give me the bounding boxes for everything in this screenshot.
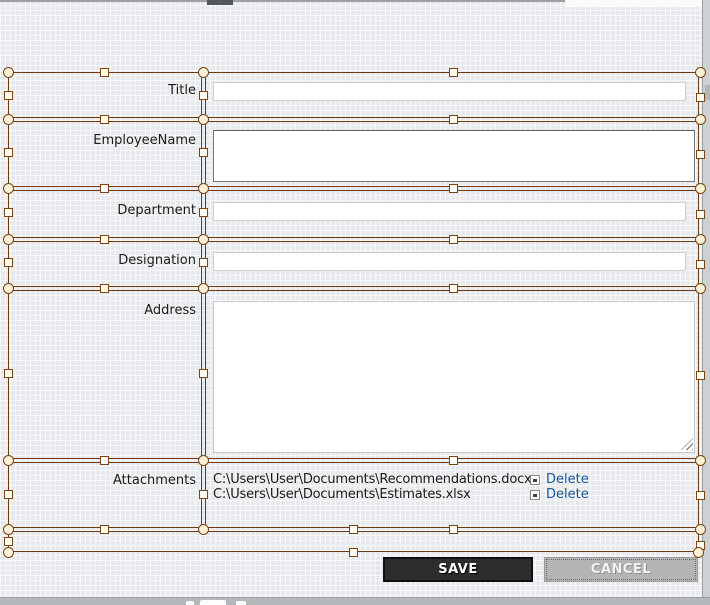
selection-handle-square[interactable]: [449, 184, 458, 193]
save-button[interactable]: SAVE: [383, 557, 533, 582]
selection-handle-circle[interactable]: [198, 524, 209, 535]
right-edge-notch: [705, 85, 710, 100]
attachment-path: C:\Users\User\Documents\Recommendations.…: [213, 472, 532, 487]
department-label: Department: [117, 203, 196, 218]
selection-line-horizontal: [8, 117, 700, 122]
selection-handle-square[interactable]: [696, 150, 705, 159]
department-input[interactable]: [213, 202, 686, 221]
selection-handle-circle[interactable]: [198, 114, 209, 125]
attachment-delete-link[interactable]: Delete: [546, 487, 589, 502]
selection-handle-square[interactable]: [4, 369, 13, 378]
selection-line-horizontal: [8, 237, 700, 242]
selection-handle-square[interactable]: [449, 115, 458, 124]
right-edge-strip: [702, 0, 710, 605]
selection-handle-square[interactable]: [199, 148, 208, 157]
selection-handle-square[interactable]: [449, 456, 458, 465]
selection-handle-circle[interactable]: [695, 524, 706, 535]
selection-handle-circle[interactable]: [693, 547, 704, 558]
selection-handle-circle[interactable]: [3, 547, 14, 558]
selection-handle-circle[interactable]: [695, 114, 706, 125]
selection-handle-square[interactable]: [4, 148, 13, 157]
selection-handle-circle[interactable]: [3, 455, 14, 466]
title-label: Title: [168, 83, 196, 98]
selection-line-horizontal: [8, 72, 700, 73]
selection-handle-square[interactable]: [199, 369, 208, 378]
selection-handle-square[interactable]: [100, 525, 109, 534]
selection-handle-square[interactable]: [100, 456, 109, 465]
selection-handle-square[interactable]: [100, 115, 109, 124]
selection-handle-square[interactable]: [449, 235, 458, 244]
selection-handle-square[interactable]: [4, 208, 13, 217]
selection-handle-square[interactable]: [449, 525, 458, 534]
selection-handle-square[interactable]: [696, 210, 705, 219]
selection-handle-square[interactable]: [100, 68, 109, 77]
selection-handle-square[interactable]: [449, 68, 458, 77]
employee-name-textarea[interactable]: [213, 130, 695, 182]
selection-handle-circle[interactable]: [3, 67, 14, 78]
selection-handle-square[interactable]: [696, 93, 705, 102]
selection-handle-square[interactable]: [199, 208, 208, 217]
selection-line-horizontal: [8, 286, 700, 291]
bottom-bar: [0, 597, 710, 605]
address-textarea[interactable]: [213, 301, 695, 453]
surface-top-edge: [0, 0, 710, 2]
selection-handle-circle[interactable]: [3, 283, 14, 294]
selection-handle-circle[interactable]: [695, 234, 706, 245]
selection-handle-square[interactable]: [4, 91, 13, 100]
designation-label: Designation: [118, 253, 196, 268]
selection-line-vertical: [201, 72, 206, 530]
attachments-label: Attachments: [113, 473, 196, 488]
attachment-path: C:\Users\User\Documents\Estimates.xlsx: [213, 487, 471, 502]
selection-handle-square[interactable]: [100, 235, 109, 244]
selection-handle-circle[interactable]: [695, 183, 706, 194]
remove-attachment-icon[interactable]: [530, 490, 540, 500]
selection-handle-square[interactable]: [4, 258, 13, 267]
selection-handle-circle[interactable]: [3, 114, 14, 125]
bottom-bar-text-fragment: [236, 601, 246, 605]
selection-handle-circle[interactable]: [198, 67, 209, 78]
selection-line-horizontal: [8, 186, 700, 191]
top-white-strip: [565, 0, 702, 7]
attachment-delete-link[interactable]: Delete: [546, 472, 589, 487]
bottom-bar-text-fragment: [186, 601, 194, 605]
selection-handle-circle[interactable]: [198, 283, 209, 294]
selection-handle-circle[interactable]: [198, 234, 209, 245]
selection-handle-square[interactable]: [696, 491, 705, 500]
selection-handle-square[interactable]: [449, 284, 458, 293]
selection-handle-square[interactable]: [4, 537, 13, 546]
selection-handle-square[interactable]: [100, 184, 109, 193]
title-input[interactable]: [213, 82, 686, 101]
selection-handle-circle[interactable]: [695, 455, 706, 466]
selection-line-vertical: [8, 72, 9, 553]
selection-handle-square[interactable]: [4, 490, 13, 499]
selection-handle-square[interactable]: [100, 284, 109, 293]
remove-attachment-icon[interactable]: [530, 475, 540, 485]
selection-handle-square[interactable]: [349, 548, 358, 557]
selection-handle-circle[interactable]: [3, 524, 14, 535]
selection-handle-circle[interactable]: [198, 183, 209, 194]
selection-handle-square[interactable]: [199, 258, 208, 267]
selection-handle-square[interactable]: [349, 525, 358, 534]
selection-handle-circle[interactable]: [695, 67, 706, 78]
selection-handle-square[interactable]: [696, 260, 705, 269]
selection-handle-circle[interactable]: [198, 455, 209, 466]
selection-handle-square[interactable]: [696, 371, 705, 380]
selection-handle-circle[interactable]: [3, 234, 14, 245]
address-label: Address: [144, 303, 196, 318]
employee-name-label: EmployeeName: [93, 133, 196, 148]
selection-handle-circle[interactable]: [695, 283, 706, 294]
top-window-fragment: [207, 0, 233, 5]
selection-handle-square[interactable]: [199, 490, 208, 499]
bottom-bar-text-fragment: [200, 600, 226, 605]
designation-input[interactable]: [213, 252, 686, 271]
cancel-button[interactable]: CANCEL: [544, 557, 698, 582]
selection-line-horizontal: [8, 458, 700, 463]
selection-handle-circle[interactable]: [3, 183, 14, 194]
selection-handle-square[interactable]: [199, 91, 208, 100]
